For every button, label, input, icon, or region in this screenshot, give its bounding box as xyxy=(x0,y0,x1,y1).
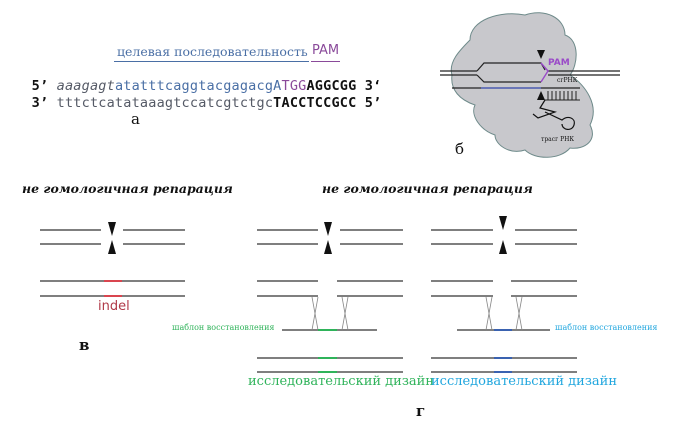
cut-arrow-top-d-right xyxy=(499,216,507,230)
cut-arrow-bottom-d-right xyxy=(499,240,507,254)
pam-strand xyxy=(540,62,549,83)
tracrrna-label: трасг РНК xyxy=(541,136,575,143)
result-label-left: исследовательский дизайн xyxy=(248,374,435,389)
top-strand-target: atatttcaggtacgagacgA xyxy=(114,78,282,94)
crossover-lines-left xyxy=(311,296,349,331)
top-strand-rest: AGGCGG xyxy=(306,78,357,94)
pam-label-b: PAM xyxy=(548,58,570,68)
top-strand-3prime: 3‘ xyxy=(356,78,382,94)
cut-arrow-top-c xyxy=(108,222,116,236)
panel-label-c: в xyxy=(79,336,90,354)
panel-label-b: б xyxy=(455,140,465,158)
heading-nhej-c: не гомологичная репарация xyxy=(22,181,233,196)
heading-nhej-d: не гомологичная репарация xyxy=(322,181,533,196)
cut-arrow-bottom-c xyxy=(108,240,116,254)
pam-label: PAM xyxy=(312,43,340,58)
bottom-strand-flank: tttctcatataaagtccatcgtctgc xyxy=(56,95,274,111)
nhej-cut-dna xyxy=(40,229,185,297)
sgrna-hairpin-ladder xyxy=(545,91,580,101)
result-label-right: исследовательский дизайн xyxy=(431,374,618,389)
bottom-strand-rest: TACCTCCGCC xyxy=(273,95,357,111)
crossover-lines-right xyxy=(485,296,523,331)
template-label-left: шаблон восстановления xyxy=(172,323,275,332)
cut-arrow-top-d-left xyxy=(324,222,332,236)
top-strand-5prime: 5’ xyxy=(31,78,57,94)
target-sequence-label: целевая последовательность xyxy=(117,44,308,59)
top-strand: 5’ aaagagtatatttcaggtacgagacgATGGAGGCGG … xyxy=(15,62,382,94)
panel-label-d: г xyxy=(416,402,426,420)
indel-label: indel xyxy=(98,299,130,314)
cut-site-arrow-top xyxy=(537,50,545,59)
bottom-strand-3prime: 3’ xyxy=(31,95,57,111)
target-underline xyxy=(114,61,309,62)
pam-underline xyxy=(311,61,340,62)
cut-arrow-bottom-d-left xyxy=(324,240,332,254)
top-strand-pam: TGG xyxy=(281,78,307,94)
tracrrna-loop xyxy=(532,99,575,130)
template-label-right: шаблон восстановления xyxy=(555,323,658,332)
top-strand-flank: aaagagt xyxy=(56,78,115,94)
cut-site-arrow-bottom xyxy=(537,91,545,100)
cas9-protein-shape xyxy=(450,12,594,158)
panel-label-a: а xyxy=(131,110,140,128)
bottom-strand-5prime: 5’ xyxy=(356,95,382,111)
sgrna-label: сгРНК xyxy=(557,77,578,84)
dna-duplex xyxy=(440,62,620,89)
bottom-strand: 3’ tttctcatataaagtccatcgtctgcTACCTCCGCC … xyxy=(15,79,382,111)
